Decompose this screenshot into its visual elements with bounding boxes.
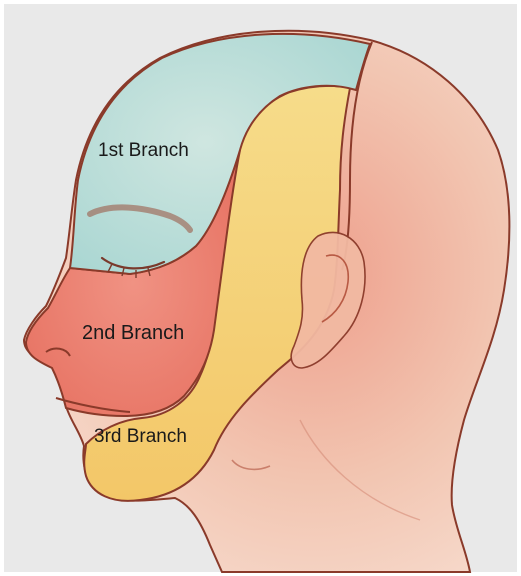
label-3rd-branch: 3rd Branch (94, 426, 187, 448)
label-2nd-branch: 2nd Branch (82, 322, 184, 345)
label-1st-branch: 1st Branch (98, 140, 189, 162)
